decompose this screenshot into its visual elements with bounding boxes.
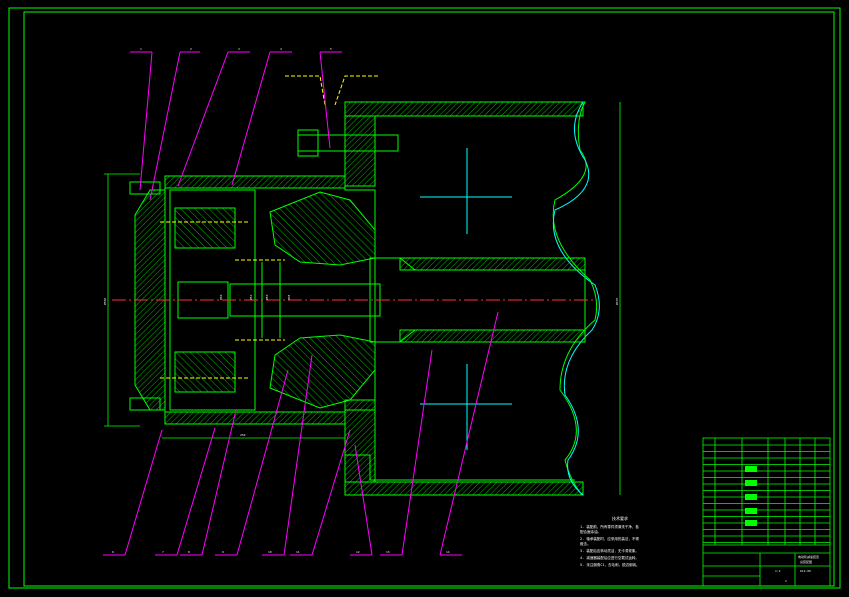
- drawing-scale: 1:2: [775, 569, 781, 573]
- outer-frame: [8, 7, 841, 589]
- rim-bottom-wall: [344, 481, 584, 496]
- note-line: 2. 轴承装配时，应采用热装法，不得: [580, 536, 639, 541]
- balloon-label: 9: [222, 550, 224, 554]
- note-line: 4. 减速器装配后应进行空载试运转。: [580, 555, 639, 560]
- bearing-cone-lower: [269, 334, 376, 409]
- title-block: [702, 437, 831, 587]
- balloon-label: 7: [162, 550, 164, 554]
- bearing-cone-upper: [269, 191, 376, 266]
- dim-text: Ø560: [102, 298, 107, 305]
- axle-top-wall: [399, 257, 586, 271]
- break-line: [552, 101, 600, 496]
- drawing-title: 电动轮减速装置: [798, 554, 819, 559]
- balloon-label: 11: [296, 550, 300, 554]
- end-bolt-lower: [129, 397, 161, 411]
- balloon-label: 3: [238, 47, 240, 51]
- notes-title: 技术要求: [612, 515, 628, 521]
- note-line: 配合面涂油。: [580, 529, 601, 534]
- dim-text: 250: [240, 433, 246, 437]
- parts-list-blocks: [745, 466, 757, 526]
- end-cover: [134, 189, 166, 411]
- note-line: 5. 未注倒角C1，去毛刺，锐边倒钝。: [580, 562, 640, 567]
- balloon-label: 6: [112, 550, 114, 554]
- rim-flange-lower: [344, 399, 376, 483]
- dim-text: Ø45: [286, 294, 291, 300]
- dim-text: Ø52: [248, 294, 253, 300]
- note-line: 3. 装配后应转动灵活，无卡滞现象。: [580, 548, 639, 553]
- hidden-lines: [160, 75, 378, 379]
- dim-text: Ø470: [614, 298, 619, 305]
- drawing-subtitle: 总装配图: [800, 559, 812, 564]
- dim-text: Ø60: [218, 294, 223, 300]
- hub-top: [164, 175, 346, 189]
- balloon-label: 2: [190, 47, 192, 51]
- balloon-label: 1: [140, 47, 142, 51]
- centerlines: [112, 148, 595, 450]
- title-block-text: 电动轮减速装置 总装配图 DLZ-00 1:2 1: [775, 554, 819, 583]
- dim-text: Ø50: [264, 294, 269, 300]
- top-bolt-head: [297, 129, 319, 157]
- note-line: 1. 装配前，所有零件须清洗干净，各: [580, 524, 639, 529]
- gear-block-lower: [174, 351, 236, 393]
- balloon-label: 12: [356, 550, 360, 554]
- leaders-top: [130, 51, 342, 201]
- leaders-bottom: [103, 311, 499, 556]
- balloon-labels-top: 1 2 3 4 5: [140, 47, 332, 51]
- technical-notes: 技术要求 1. 装配前，所有零件须清洗干净，各 配合面涂油。 2. 轴承装配时，…: [580, 515, 640, 567]
- gear-block-upper: [174, 207, 236, 249]
- balloon-label: 10: [268, 550, 272, 554]
- dimension-texts: Ø560 Ø470 250 Ø60 Ø52 Ø50 Ø45: [102, 294, 619, 437]
- inner-frame: [23, 11, 835, 587]
- balloon-label: 8: [188, 550, 190, 554]
- drawing-sheet: 1: [785, 579, 787, 583]
- balloon-labels-bottom: 6 7 8 9 10 11 12 13 14: [112, 550, 450, 554]
- dimensions: [104, 102, 621, 495]
- balloon-label: 4: [280, 47, 282, 51]
- end-bolt-upper: [129, 181, 161, 195]
- hub-bottom: [164, 411, 346, 425]
- balloon-label: 5: [330, 47, 332, 51]
- note-line: 敲击。: [580, 541, 591, 546]
- drawing-number: DLZ-00: [800, 569, 811, 573]
- balloon-label: 14: [446, 550, 450, 554]
- assembly-section: [129, 101, 600, 496]
- rim-top-wall: [344, 101, 584, 117]
- balloon-label: 13: [386, 550, 390, 554]
